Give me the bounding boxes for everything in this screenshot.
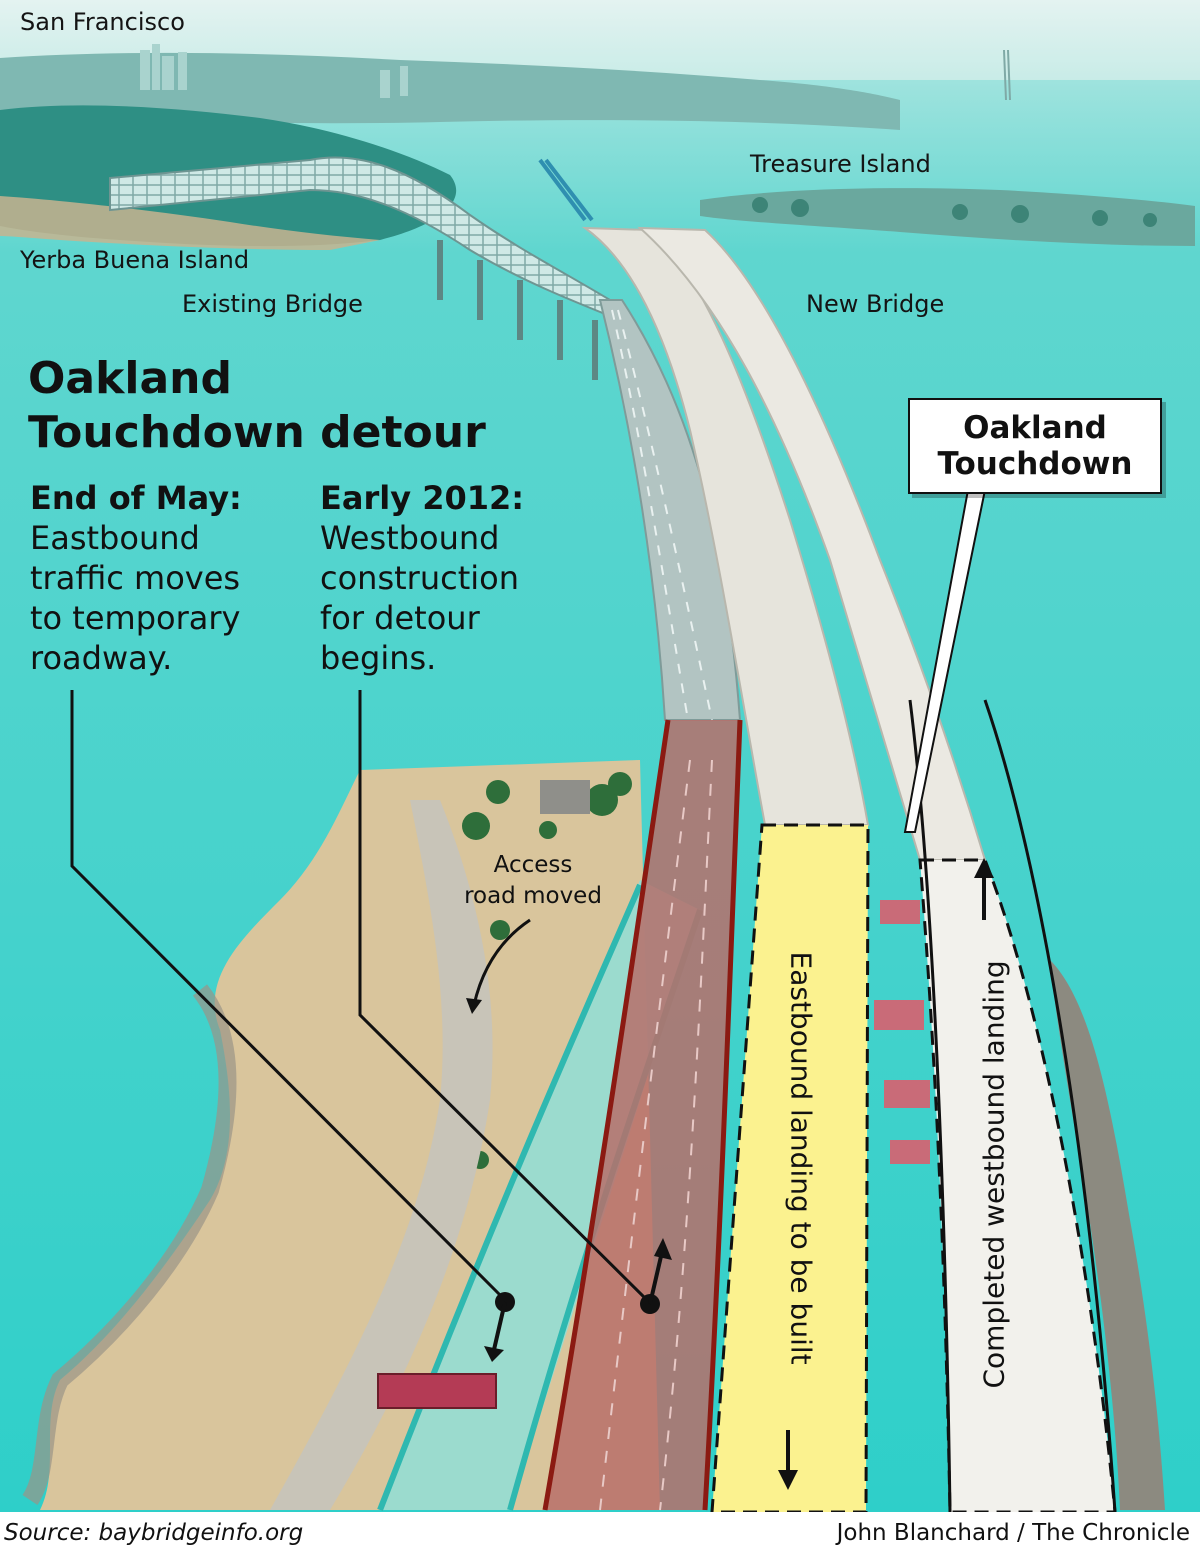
eastbound-direction-arrow <box>491 1301 507 1355</box>
eastbound-landing-label: Eastbound landing to be built <box>784 951 818 1365</box>
access-road-arrowhead <box>466 998 482 1014</box>
label-treasure-island: Treasure Island <box>750 150 931 178</box>
eastbound-note-line: traffic moves <box>30 559 241 597</box>
existing-bridge-piers <box>437 240 598 380</box>
jetty-breakwater <box>1050 960 1165 1510</box>
photo-credit: John Blanchard / The Chronicle <box>836 1520 1190 1546</box>
construction-crane <box>538 158 594 222</box>
map-title: Oakland Touchdown detour <box>28 352 588 460</box>
access-road-arrow <box>472 918 531 1006</box>
westbound-direction-arrow <box>648 1251 664 1305</box>
eastbound-note-line: to temporary <box>30 599 241 637</box>
access-road-note: Access road moved <box>448 850 618 912</box>
eastbound-landing-arrowhead <box>778 1470 798 1490</box>
access-note-line-2: road moved <box>464 883 602 909</box>
treasure-island-trees <box>752 197 1157 227</box>
golden-gate-tower <box>1003 49 1011 101</box>
eastbound-note-heading: End of May: <box>30 479 242 517</box>
westbound-landing-arrowhead <box>974 858 994 878</box>
city-buildings <box>140 44 408 98</box>
eastbound-note-line: Eastbound <box>30 519 200 557</box>
source-credit: Source: baybridgeinfo.org <box>4 1520 304 1546</box>
detour-outline-west <box>542 719 671 1511</box>
touchdown-callout-line-1: Oakland <box>963 410 1107 446</box>
westbound-landing-edge <box>983 699 1117 1513</box>
access-road <box>270 800 493 1510</box>
treasure-island-landmass <box>700 188 1195 246</box>
eastbound-arrowhead <box>484 1346 504 1362</box>
touchdown-callout-line-2: Touchdown <box>937 446 1133 482</box>
label-yerba-buena-island: Yerba Buena Island <box>20 246 250 274</box>
label-existing-bridge: Existing Bridge <box>182 290 363 318</box>
westbound-landing-label: Completed westbound landing <box>977 960 1011 1389</box>
westbound-leader-line <box>358 690 652 1305</box>
title-line-1: Oakland <box>28 353 232 404</box>
footer-bar <box>0 1512 1200 1550</box>
shoreline-rocks <box>22 984 237 1505</box>
detour-roadway <box>545 720 740 1510</box>
billboard <box>377 1373 497 1409</box>
westbound-note-heading: Early 2012: <box>320 479 525 517</box>
title-line-2: Touchdown detour <box>28 407 486 458</box>
construction-yard <box>874 900 930 1164</box>
westbound-note-line: construction <box>320 559 519 597</box>
oakland-touchdown-callout: Oakland Touchdown <box>908 398 1162 494</box>
label-san-francisco: San Francisco <box>20 8 185 36</box>
yerba-buena-shoreline <box>0 196 380 250</box>
san-francisco-hills <box>0 52 900 130</box>
label-new-bridge: New Bridge <box>806 290 945 318</box>
detour-outline-east <box>702 719 743 1511</box>
existing-bridge-deck <box>598 299 742 721</box>
westbound-note: Early 2012: Westbound construction for d… <box>320 478 620 678</box>
access-note-line-1: Access <box>493 852 573 878</box>
detour-lane-lines <box>599 759 713 1511</box>
eastbound-note-line: roadway. <box>30 639 173 677</box>
westbound-note-line: Westbound <box>320 519 500 557</box>
eastbound-note: End of May: Eastbound traffic moves to t… <box>30 478 330 678</box>
westbound-note-line: begins. <box>320 639 437 677</box>
eastbound-leader-line <box>70 690 507 1302</box>
westbound-note-line: for detour <box>320 599 480 637</box>
building <box>540 780 590 814</box>
westbound-arrowhead <box>654 1238 672 1260</box>
